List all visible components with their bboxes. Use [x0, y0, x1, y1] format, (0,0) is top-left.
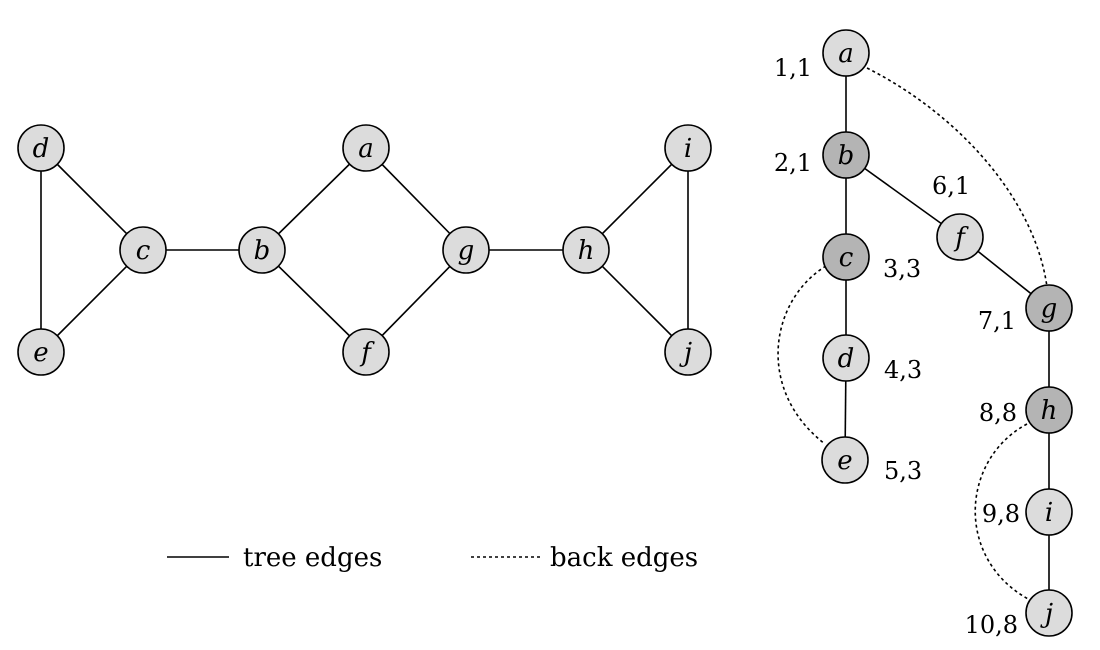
- tree-node-d: d 4,3: [822, 334, 922, 384]
- tree-node-c: c 3,3: [822, 233, 921, 283]
- tree-node-label: g: [1041, 294, 1058, 324]
- tree-node-label: d: [838, 344, 855, 374]
- tree-node-b: b 2,1: [774, 131, 870, 179]
- legend-tree-label: tree edges: [243, 543, 382, 573]
- tree-node-a: a 1,1: [774, 29, 870, 82]
- graph-node-label: g: [458, 236, 475, 266]
- graph-node-label: b: [254, 236, 271, 266]
- tree-node-numbers: 10,8: [965, 611, 1018, 639]
- tree-node-numbers: 2,1: [774, 149, 812, 177]
- tree-node-g: g 7,1: [978, 284, 1073, 335]
- graph-node-label: i: [684, 134, 692, 164]
- graph-node-h: h: [562, 226, 610, 274]
- graph-node-d: d: [17, 124, 65, 172]
- graph-node-label: a: [358, 134, 374, 164]
- tree-node-label: e: [837, 446, 852, 476]
- graph-edge-h-i: [585, 147, 689, 251]
- tree-node-e: e 5,3: [821, 436, 922, 485]
- legend-back-label: back edges: [550, 543, 698, 573]
- graph-node-b: b: [238, 226, 286, 274]
- graph-node-j: j: [664, 328, 712, 376]
- tree-node-label: a: [838, 39, 854, 69]
- graph-node-e: e: [17, 328, 65, 376]
- graph-node-f: f: [342, 328, 390, 376]
- tree-node-label: c: [839, 243, 854, 273]
- tree-node-numbers: 7,1: [978, 307, 1016, 335]
- graph-edge-a-g: [365, 147, 467, 251]
- graph-node-g: g: [442, 226, 490, 274]
- graph-edge-h-j: [585, 249, 689, 353]
- tree-node-numbers: 4,3: [884, 356, 922, 384]
- tree-node-h: h 8,8: [979, 386, 1073, 434]
- graph-edge-d-c: [40, 147, 144, 251]
- graph-node-label: e: [33, 338, 48, 368]
- tree-node-j: j 10,8: [965, 589, 1073, 639]
- graph-node-i: i: [664, 124, 712, 172]
- tree-node-numbers: 8,8: [979, 399, 1017, 427]
- graph-edge-e-c: [40, 249, 144, 353]
- tree-node-numbers: 3,3: [883, 255, 921, 283]
- back-edge-c-e: [777, 265, 827, 445]
- tree-node-numbers: 6,1: [932, 172, 970, 200]
- legend: tree edges back edges: [167, 543, 698, 573]
- graph: d e c b a f g h: [17, 124, 712, 376]
- tree-node-numbers: 5,3: [884, 457, 922, 485]
- graph-edge-b-f: [261, 249, 367, 353]
- tree-node-label: b: [838, 141, 855, 171]
- dfs-tree: a 1,1 b 2,1 c 3,3 d 4,3 e 5,3 f 6,1: [774, 29, 1073, 639]
- tree-node-i: i 9,8: [982, 488, 1073, 536]
- graph-node-label: h: [578, 236, 595, 266]
- graph-edge-f-g: [365, 249, 467, 353]
- tree-node-f: f 6,1: [932, 172, 984, 261]
- graph-node-label: c: [136, 236, 151, 266]
- tree-node-numbers: 9,8: [982, 500, 1020, 528]
- graph-edge-b-a: [261, 147, 367, 251]
- tree-node-label: h: [1041, 396, 1058, 426]
- graph-node-c: c: [119, 226, 167, 274]
- tree-node-label: i: [1045, 498, 1053, 528]
- graph-node-label: d: [33, 134, 50, 164]
- tree-node-numbers: 1,1: [774, 54, 812, 82]
- graph-node-a: a: [342, 124, 390, 172]
- back-edge-a-g: [866, 67, 1048, 288]
